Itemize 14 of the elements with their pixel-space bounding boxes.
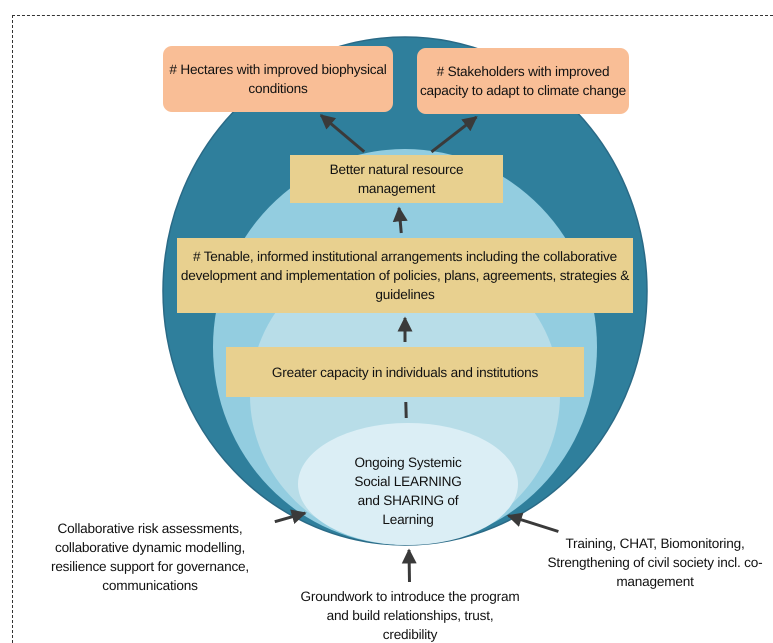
arrow [392, 206, 408, 234]
arrow [398, 316, 412, 342]
arrow [402, 548, 417, 582]
result-box: # Tenable, informed institutional arrangements including the collaborative development and implementation of policies, plans, agreements, strategies & guidelines [177, 238, 633, 313]
result-box: Better natural resource management [290, 155, 503, 203]
result-box: Greater capacity in individuals and institutions [226, 347, 584, 397]
activity-note: Collaborative risk assessments, collaborative dynamic modelling, resilience support for governance, communications [30, 518, 270, 596]
arrow [506, 512, 559, 533]
outcome-box: # Hectares with improved biophysical conditions [163, 46, 393, 112]
outcome-box: # Stakeholders with improved capacity to adapt to climate change [417, 48, 629, 114]
activity-note: Training, CHAT, Biomonitoring, Strengthening of civil society incl. co-management [540, 533, 770, 591]
activity-note: Groundwork to introduce the program and build relationships, trust, credibility [300, 587, 520, 643]
arrow [430, 116, 478, 154]
arrow [320, 114, 366, 153]
